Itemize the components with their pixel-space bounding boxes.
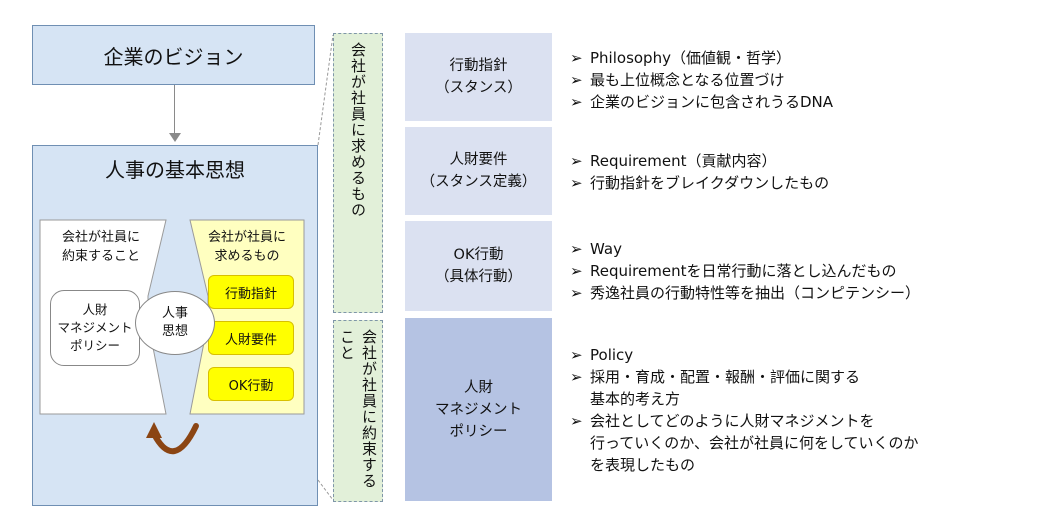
vision-label: 企業のビジョン [103,44,244,69]
ok-action-box: OK行動 [208,367,294,401]
cycle-arrow-icon [146,422,199,455]
description-group-4: ➢Policy ➢採用・育成・配置・報酬・評価に関する 基本的考え方 ➢会社とし… [570,344,919,476]
promise-side-panel: 会社が社員に約束すること [333,320,383,502]
description-item: ➢Requirement（貢献内容） [570,152,777,170]
description-item-continuation: を表現したもの [590,456,696,474]
description-item-continuation: 基本的考え方 [590,390,681,408]
description-item: ➢Way [570,240,622,258]
arrow-down-icon [169,133,181,142]
description-item: ➢行動指針をブレイクダウンしたもの [570,174,830,192]
category-hr-policy: 人財マネジメントポリシー [405,318,552,501]
promise-label: 会社が社員に 約束すること [61,230,140,264]
description-item: ➢Policy [570,346,634,364]
require-side-panel: 会社が社員に求めるもの [333,33,383,313]
description-item: ➢秀逸社員の行動特性等を抽出（コンピテンシー） [570,284,921,302]
description-group-3: ➢Way ➢Requirementを日常行動に落とし込んだもの ➢秀逸社員の行動… [570,238,920,304]
arrow-connector [174,85,175,135]
action-guideline-box: 行動指針 [208,275,294,309]
description-group-1: ➢Philosophy（価値観・哲学） ➢最も上位概念となる位置づけ ➢企業のビ… [570,47,833,113]
category-talent-requirement: 人財要件（スタンス定義） [405,127,552,215]
description-item-continuation: 行っていくのか、会社が社員に何をしていくのか [590,434,919,452]
hr-philosophy-title: 人事の基本思想 [105,158,245,182]
description-item: ➢採用・育成・配置・報酬・評価に関する [570,368,861,386]
description-item: ➢会社としてどのように人財マネジメントを [570,412,875,430]
require-side-label: 会社が社員に求めるもの [349,42,367,218]
description-item: ➢最も上位概念となる位置づけ [570,71,785,89]
description-group-2: ➢Requirement（貢献内容） ➢行動指針をブレイクダウンしたもの [570,150,829,194]
description-item: ➢Philosophy（価値観・哲学） [570,49,791,67]
category-action-guideline: 行動指針（スタンス） [405,33,552,121]
require-label: 会社が社員に 求めるもの [207,230,286,264]
core-philosophy-circle: 人事 思想 [135,291,215,355]
promise-side-label: 会社が社員に約束すること [338,329,378,489]
description-item: ➢Requirementを日常行動に落とし込んだもの [570,262,897,280]
description-item: ➢企業のビジョンに包含されうるDNA [570,93,834,111]
hr-policy-box: 人財 マネジメント ポリシー [50,290,140,366]
vision-box: 企業のビジョン [32,25,315,85]
category-ok-action: OK行動（具体行動） [405,221,552,311]
